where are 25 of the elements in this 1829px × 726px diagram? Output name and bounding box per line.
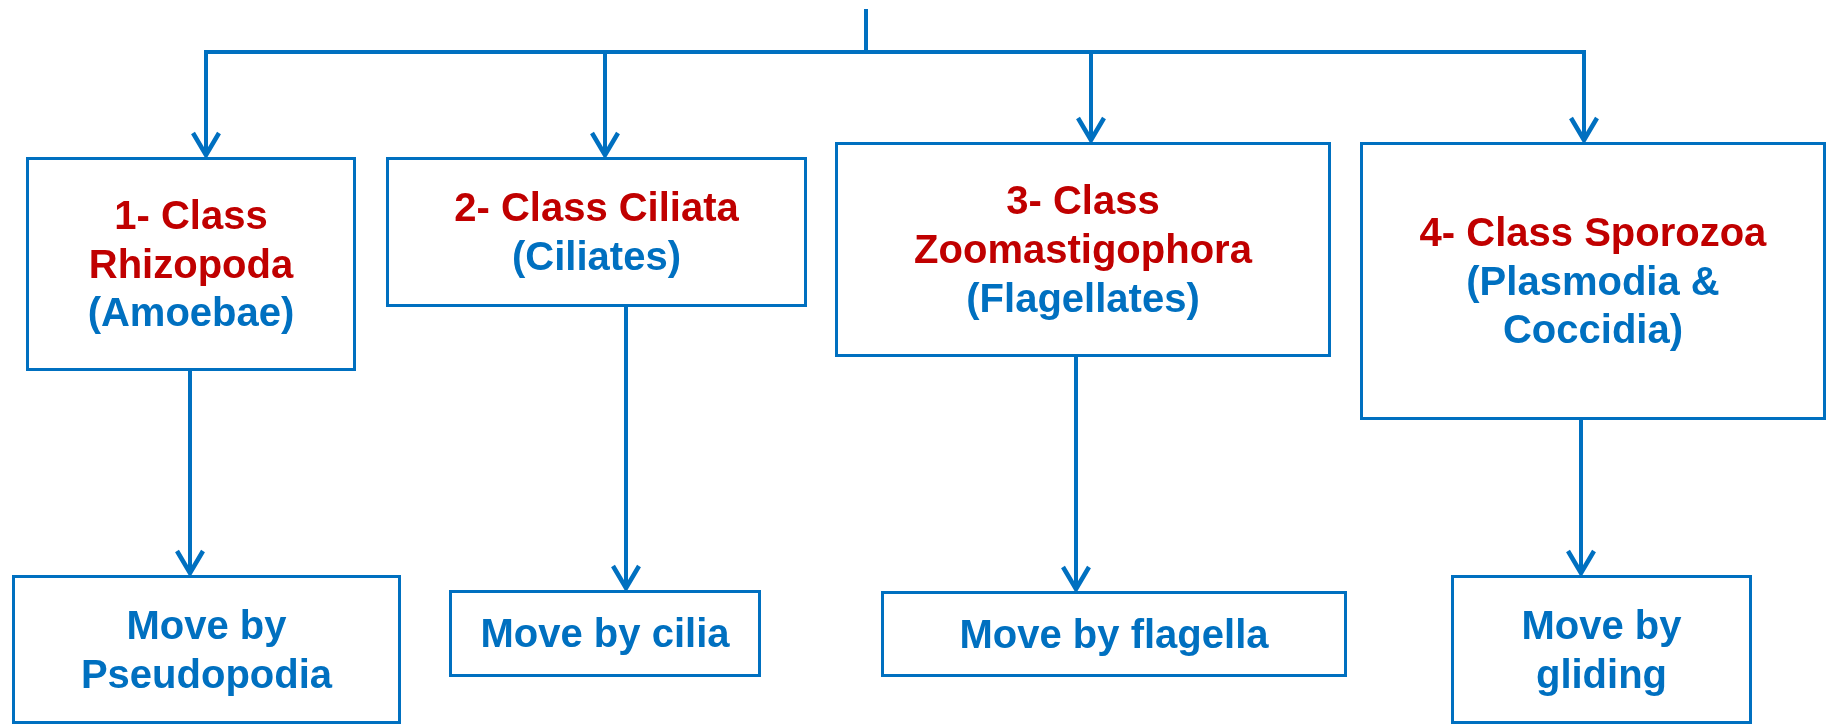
class-box xyxy=(1360,142,1826,420)
description: (Ciliates) xyxy=(512,233,681,280)
description: Move by cilia xyxy=(480,610,730,658)
class-name: 4- Class Sporozoa xyxy=(1419,208,1767,256)
class-box xyxy=(449,590,761,677)
arrow xyxy=(174,371,206,576)
class-name: 1- Class Rhizopoda xyxy=(87,191,295,288)
class-name: 2- Class Ciliata xyxy=(454,184,739,232)
arrow xyxy=(610,307,642,591)
description: Move by Pseudopodia xyxy=(79,601,334,698)
arrow xyxy=(864,9,1600,143)
description: (Amoebae) xyxy=(87,289,295,337)
class-box xyxy=(1451,575,1752,724)
description: Move by flagella xyxy=(959,610,1269,658)
class-box xyxy=(26,157,356,371)
description: Move by gliding xyxy=(1520,601,1683,698)
class-box xyxy=(881,591,1347,677)
arrow xyxy=(1060,357,1092,592)
description: (Plasmodia & Coccidia) xyxy=(1465,257,1721,354)
class-box xyxy=(12,575,401,724)
class-box xyxy=(835,142,1331,357)
class-name: 3- Class Zoomastigophora xyxy=(913,177,1254,274)
description: (Flagellates) xyxy=(966,274,1200,322)
arrow xyxy=(1565,420,1597,576)
class-box xyxy=(386,157,807,307)
